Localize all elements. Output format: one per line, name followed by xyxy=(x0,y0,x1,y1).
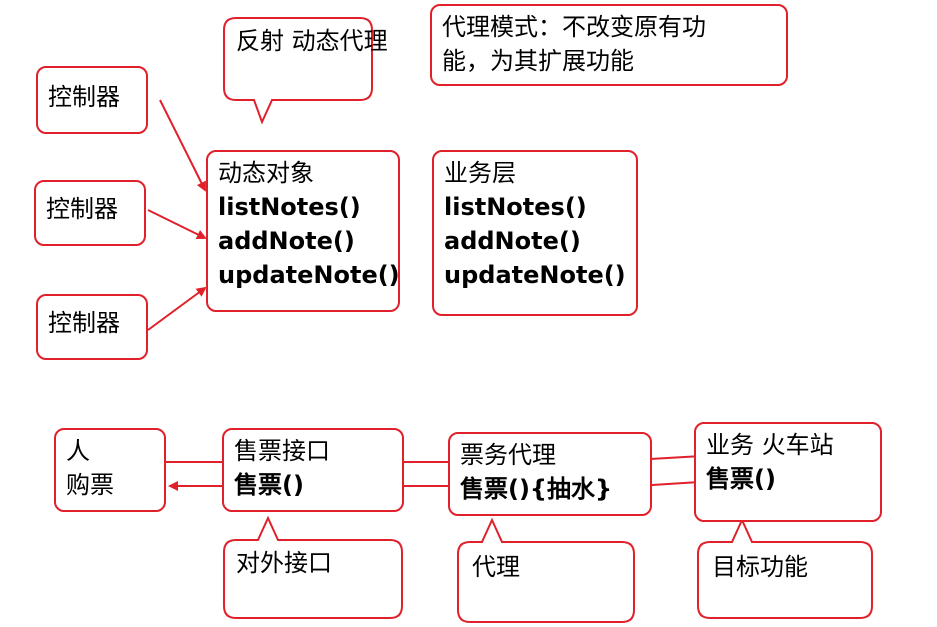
proxy-callout: 代理 xyxy=(472,550,520,584)
dynamic-object-method-updatenote: updateNote() xyxy=(218,261,400,289)
arrow-controller-2 xyxy=(147,209,207,239)
controller-label-3: 控制器 xyxy=(48,309,120,337)
arrow-controller-3 xyxy=(147,286,207,331)
controller-box-3: 控制器 xyxy=(36,294,148,360)
ticket-interface-title: 售票接口 xyxy=(234,437,330,465)
external-interface-label: 对外接口 xyxy=(236,549,332,577)
controller-label-1: 控制器 xyxy=(48,83,120,111)
ticket-agent-box: 票务代理 售票(){抽水} xyxy=(448,432,652,516)
dynamic-object-box: 动态对象 listNotes() addNote() updateNote() xyxy=(206,150,400,312)
ticket-agent-method: 售票(){抽水} xyxy=(460,475,613,503)
business-method-addnote: addNote() xyxy=(444,227,581,255)
target-callout: 目标功能 xyxy=(712,550,808,584)
ticket-interface-box: 售票接口 售票() xyxy=(222,428,404,512)
business-method-updatenote: updateNote() xyxy=(444,261,626,289)
ticket-agent-title: 票务代理 xyxy=(460,441,556,469)
station-method: 售票() xyxy=(706,465,776,493)
station-box: 业务 火车站 售票() xyxy=(694,422,882,522)
controller-box-2: 控制器 xyxy=(34,180,146,246)
reflection-callout: 反射 动态代理 xyxy=(236,24,388,58)
target-label: 目标功能 xyxy=(712,553,808,581)
station-title: 业务 火车站 xyxy=(706,431,834,459)
proxy-pattern-note: 代理模式：不改变原有功 能，为其扩展功能 xyxy=(430,4,788,86)
proxy-note-line-1: 代理模式：不改变原有功 xyxy=(442,13,706,41)
proxy-callout-shape xyxy=(457,517,635,623)
proxy-note-line-2: 能，为其扩展功能 xyxy=(442,47,634,75)
dynamic-object-title: 动态对象 xyxy=(218,159,314,187)
proxy-label: 代理 xyxy=(472,553,520,581)
controller-label-2: 控制器 xyxy=(46,195,118,223)
buy-ticket-label: 购票 xyxy=(66,471,114,499)
controller-box-1: 控制器 xyxy=(36,66,148,134)
business-method-listnotes: listNotes() xyxy=(444,193,587,221)
external-interface-callout-shape xyxy=(223,515,403,619)
dynamic-object-method-listnotes: listNotes() xyxy=(218,193,361,221)
business-layer-title: 业务层 xyxy=(444,159,516,187)
target-callout-shape xyxy=(697,517,873,619)
person-box: 人 购票 xyxy=(54,428,166,512)
dynamic-object-method-addnote: addNote() xyxy=(218,227,355,255)
ticket-interface-method: 售票() xyxy=(234,471,304,499)
reflection-label: 反射 xyxy=(236,27,284,55)
person-label: 人 xyxy=(66,437,90,465)
arrow-controller-1 xyxy=(159,99,206,192)
business-layer-box: 业务层 listNotes() addNote() updateNote() xyxy=(432,150,638,316)
dynamic-proxy-label: 动态代理 xyxy=(291,27,388,55)
external-interface-callout: 对外接口 xyxy=(236,546,332,580)
